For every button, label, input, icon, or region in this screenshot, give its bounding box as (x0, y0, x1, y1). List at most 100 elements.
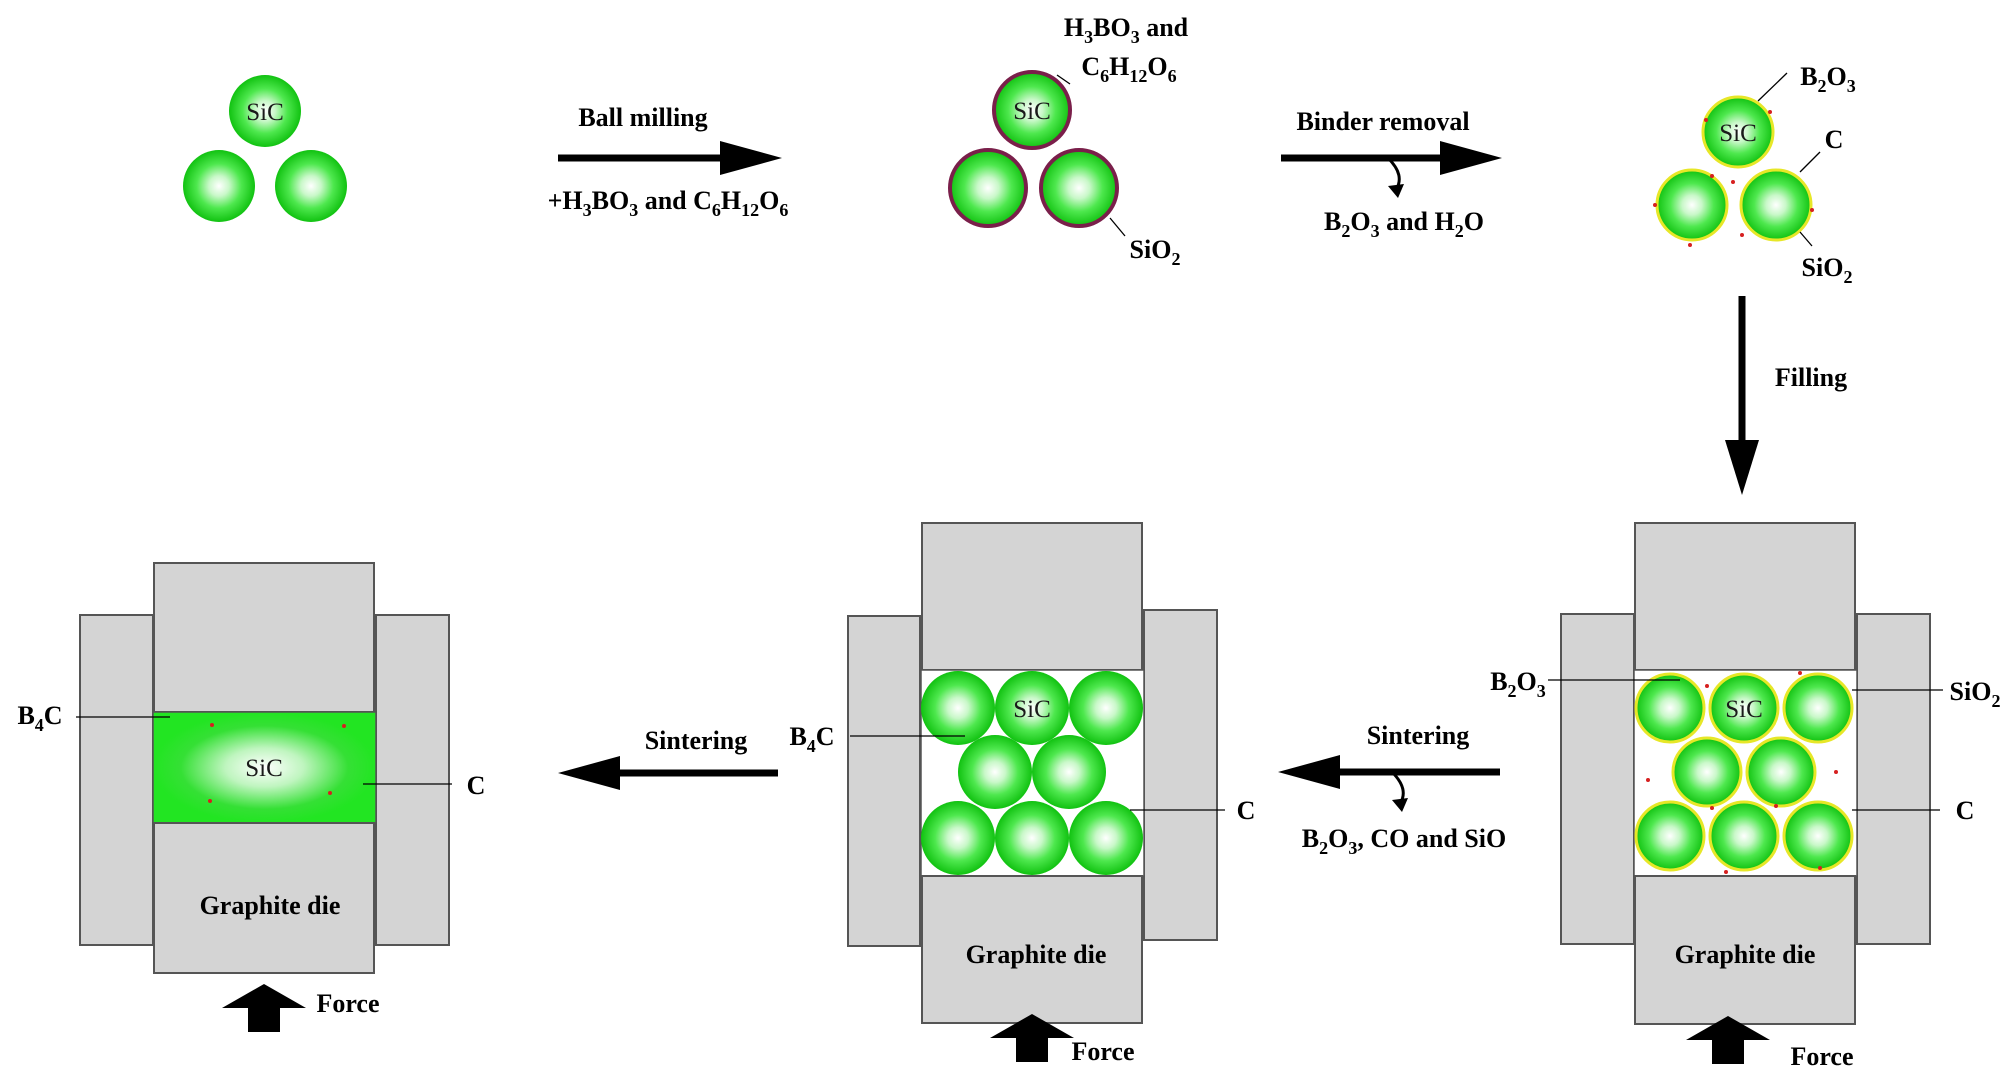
sic-label: SiC (1719, 120, 1757, 147)
coating-label-line1: H3BO3 and (1064, 13, 1189, 47)
step4-sintering: Sintering B2O3, CO and SiO (1278, 721, 1506, 858)
powder-particle (1782, 672, 1854, 744)
die-upper-punch (1634, 522, 1856, 671)
force-arrow (222, 984, 306, 1032)
c-label: C (1237, 796, 1256, 825)
graphite-die-label: Graphite die (966, 940, 1107, 969)
die-upper-punch (921, 522, 1143, 671)
powder-particle (1782, 800, 1854, 872)
powder-particle (1745, 736, 1817, 808)
treated-particle (1655, 168, 1729, 242)
die-wall-right (375, 614, 450, 946)
sic-label: SiC (1013, 98, 1051, 125)
dense-composite (152, 711, 377, 824)
sintering-label: Sintering (645, 726, 748, 755)
powder-particle (1708, 800, 1780, 872)
c-label: C (1956, 796, 1975, 825)
force-arrow (1686, 1016, 1770, 1064)
graphite-die-label: Graphite die (1675, 940, 1816, 969)
arrow-head (558, 756, 620, 790)
packed-particles (921, 671, 1143, 875)
coated-particle (1039, 148, 1119, 228)
byproduct-arrow-head (1388, 184, 1404, 198)
force-label: Force (1790, 1042, 1853, 1071)
coating-leader (1056, 74, 1071, 85)
arrow-head (1440, 141, 1502, 175)
die-wall-left (847, 615, 921, 947)
sintered-particle (1069, 801, 1143, 875)
sio2-leader (1109, 217, 1126, 237)
sic-label: SiC (246, 99, 284, 126)
powder-particle (1634, 672, 1706, 744)
byproduct-arrow-head (1392, 798, 1408, 812)
sintered-particle (995, 671, 1069, 745)
die-wall-right (1856, 613, 1931, 945)
c-label: C (467, 771, 486, 800)
sio2-label: SiO2 (1950, 677, 2001, 711)
sintered-particle (995, 801, 1069, 875)
sic-particle (229, 75, 301, 147)
sintered-particle (921, 671, 995, 745)
stage3-particles: SiC B2O3 C SiO2 (1653, 62, 1856, 287)
sic-label: SiC (245, 755, 283, 782)
sintering-byproducts: B2O3, CO and SiO (1302, 824, 1506, 858)
die-wall-left (1560, 613, 1635, 945)
die-wall-left (79, 614, 154, 946)
force-arrow (990, 1014, 1074, 1062)
sintered-particle (958, 735, 1032, 809)
stage1-particles: SiC (183, 75, 347, 222)
die-right: SiC B2O3 SiO2 C Graphite die Force (1490, 522, 2001, 1071)
residue-dots (208, 723, 346, 803)
treated-particle (1739, 168, 1813, 242)
sic-label: SiC (1013, 696, 1051, 723)
die-upper-punch (153, 562, 375, 713)
die-lower-punch (153, 822, 375, 974)
coated-particle (948, 148, 1028, 228)
sic-particle (183, 150, 255, 222)
b2o3-label: B2O3 (1800, 62, 1856, 96)
die-lower-punch (921, 875, 1143, 1024)
sio2-label: SiO2 (1802, 253, 1853, 287)
b2o3-label: B2O3 (1490, 667, 1546, 701)
powder-particle (1708, 672, 1780, 744)
residue-dots (1646, 671, 1838, 874)
arrow-head (1278, 755, 1340, 789)
die-left: SiC B4C C Graphite die Force (17, 562, 486, 1032)
sio2-leader (1799, 231, 1813, 247)
step1-ball-milling: Ball milling +H3BO3 and C6H12O6 (548, 103, 789, 220)
binder-removal-label: Binder removal (1296, 107, 1469, 136)
sintering-label: Sintering (1367, 721, 1470, 750)
b4c-label: B4C (17, 701, 62, 735)
sio2-label: SiO2 (1130, 235, 1181, 269)
ball-milling-additives: +H3BO3 and C6H12O6 (548, 186, 789, 220)
sic-label: SiC (1725, 696, 1763, 723)
step3-filling: Filling (1725, 296, 1847, 495)
step2-binder-removal: Binder removal B2O3 and H2O (1281, 107, 1502, 241)
filling-label: Filling (1775, 363, 1847, 392)
ball-milling-label: Ball milling (578, 103, 707, 132)
stage2-coated-particles: SiC H3BO3 and C6H12O6 SiO2 (948, 13, 1189, 269)
arrow-head (1725, 440, 1759, 495)
packed-particles (1634, 672, 1854, 872)
c-label: C (1825, 125, 1844, 154)
residue-dots (1653, 110, 1814, 247)
sic-particle (275, 150, 347, 222)
force-label: Force (1071, 1037, 1134, 1066)
step5-sintering: Sintering (558, 726, 778, 790)
powder-particle (1671, 736, 1743, 808)
treated-particle (1701, 95, 1775, 169)
sintered-particle (921, 801, 995, 875)
die-middle: SiC B4C C Graphite die Force (789, 522, 1256, 1066)
force-label: Force (316, 989, 379, 1018)
powder-particle (1634, 800, 1706, 872)
die-lower-punch (1634, 875, 1856, 1025)
arrow-head (720, 141, 782, 175)
c-leader (1799, 151, 1821, 173)
coated-particle (992, 70, 1072, 150)
sintered-particle (1032, 735, 1106, 809)
sintered-particle (1069, 671, 1143, 745)
coating-label-line2: C6H12O6 (1081, 52, 1176, 86)
b2o3-leader (1757, 72, 1788, 102)
binder-byproducts: B2O3 and H2O (1324, 207, 1484, 241)
